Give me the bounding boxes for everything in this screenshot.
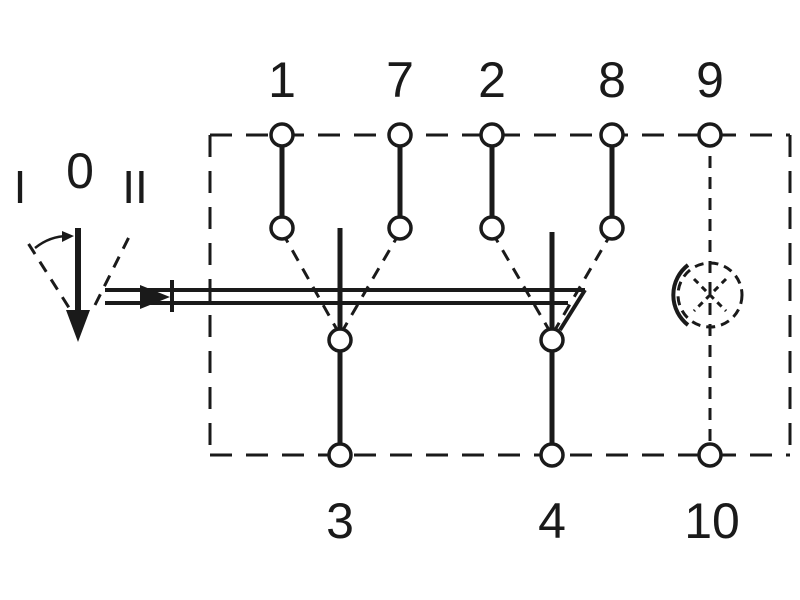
lever-position-i: [26, 242, 82, 326]
wiper-3-left: [280, 231, 342, 336]
travel-arrow-icon: [62, 231, 74, 242]
terminal-4: [539, 442, 565, 468]
top-terminal-labels: 1 7 2 8 9: [268, 52, 724, 108]
terminal-9: [697, 122, 723, 148]
switch-position-labels: I 0 II: [14, 143, 148, 213]
label-terminal-3: 3: [326, 493, 354, 549]
label-position-i: I: [14, 161, 27, 213]
terminals: [269, 122, 723, 468]
pivot-node-4: [539, 327, 565, 353]
pivot-node-3: [327, 327, 353, 353]
label-terminal-10: 10: [684, 493, 740, 549]
terminal-3: [327, 442, 353, 468]
label-terminal-9: 9: [696, 52, 724, 108]
terminal-1: [269, 122, 295, 148]
lever-icon: [26, 228, 132, 342]
label-terminal-4: 4: [538, 493, 566, 549]
lamp-icon: [671, 261, 744, 329]
label-position-0: 0: [66, 143, 94, 199]
contact-node-2: [479, 215, 505, 241]
terminal-2: [479, 122, 505, 148]
contact-node-7: [387, 215, 413, 241]
pivot-lines: [337, 228, 555, 455]
actuator-arrow-icon: [140, 285, 170, 309]
terminal-7: [387, 122, 413, 148]
contact-node-1: [269, 215, 295, 241]
housing-box: [208, 133, 792, 457]
label-position-ii: II: [122, 161, 148, 213]
rod-end-hook: [558, 288, 587, 332]
wiper-4-left: [490, 231, 554, 336]
wiper-dashes: [280, 231, 614, 336]
actuator-rod: [105, 280, 587, 332]
wiper-4-right: [550, 231, 614, 336]
terminal-8: [599, 122, 625, 148]
label-terminal-1: 1: [268, 52, 296, 108]
contact-node-8: [599, 215, 625, 241]
label-terminal-8: 8: [598, 52, 626, 108]
fixed-contacts: [279, 135, 615, 228]
bottom-terminal-labels: 3 4 10: [326, 493, 740, 549]
label-terminal-2: 2: [478, 52, 506, 108]
terminal-10: [697, 442, 723, 468]
lever-arrow-icon: [66, 310, 90, 342]
lever-position-ii: [93, 234, 132, 306]
label-terminal-7: 7: [386, 52, 414, 108]
wiper-3-right: [338, 231, 402, 336]
